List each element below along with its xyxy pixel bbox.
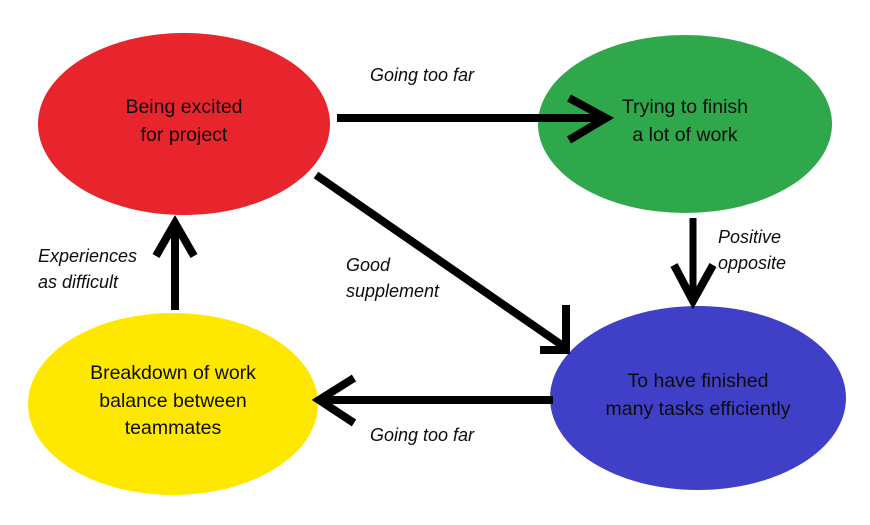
- arrowhead-down-icon: [670, 263, 717, 310]
- node-excited[interactable]: [38, 33, 330, 215]
- node-breakdown[interactable]: [28, 313, 318, 495]
- node-finish-work[interactable]: [538, 35, 832, 213]
- node-finished-tasks[interactable]: [550, 306, 846, 490]
- edge-finished-tasks-to-breakdown: [311, 374, 553, 427]
- arrowhead-diagonal-icon: [540, 305, 570, 354]
- arrowhead-left-icon: [311, 374, 357, 427]
- edge-excited-to-finish-work: [337, 94, 615, 144]
- arrowhead-up-icon: [152, 214, 198, 258]
- edge-breakdown-to-excited: [152, 214, 198, 310]
- arrowhead-right-icon: [566, 94, 615, 144]
- edge-excited-to-finished-tasks: [313, 171, 570, 354]
- edge-finish-work-to-finished-tasks: [670, 218, 717, 310]
